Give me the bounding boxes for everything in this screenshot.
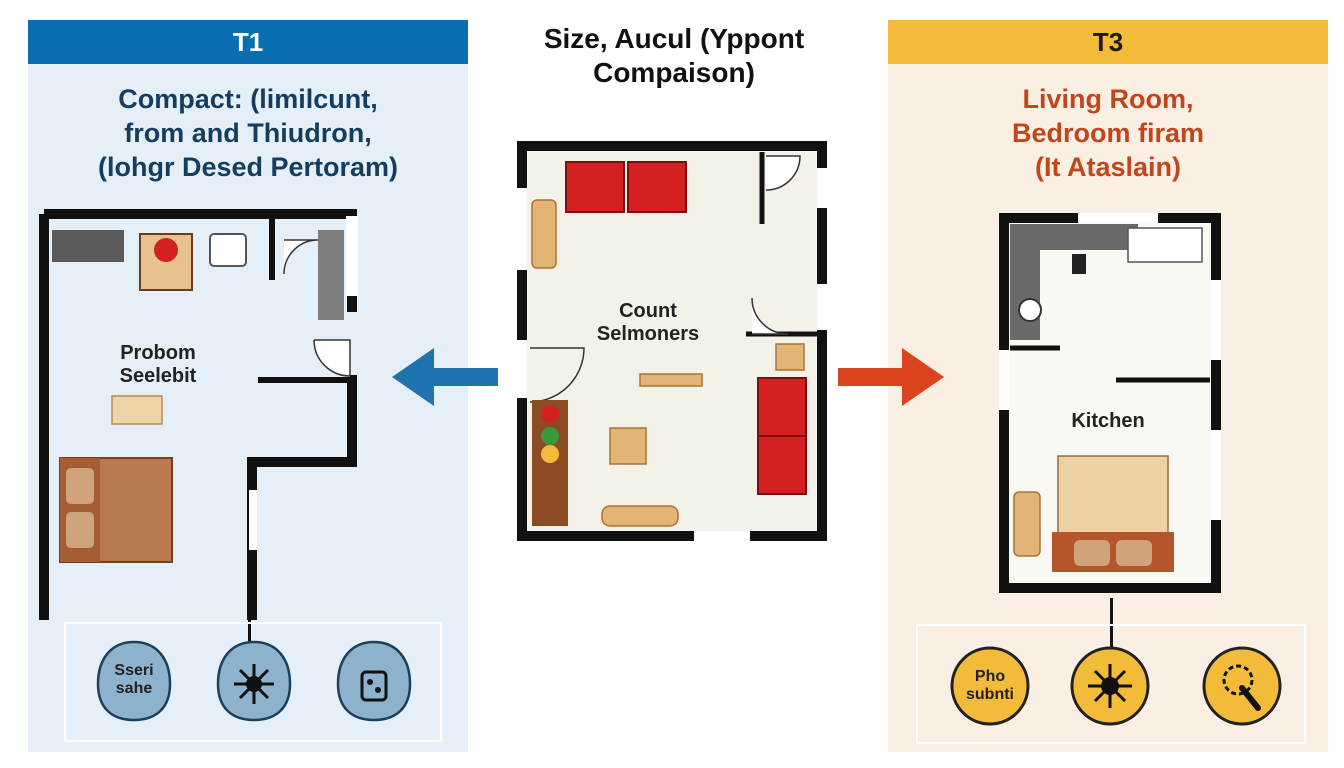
left-badge-1-line2: sahe [115, 680, 153, 697]
center-table [609, 427, 647, 465]
right-panel-header: T3 [888, 20, 1328, 64]
center-chair [531, 199, 557, 269]
left-badge-1 [96, 640, 172, 722]
left-icon-row: Sseri sahe [64, 622, 442, 742]
center-window-left [517, 188, 527, 270]
right-window-left [999, 350, 1009, 410]
left-outer-wall [39, 214, 357, 620]
settings-hand-icon [1202, 646, 1282, 726]
center-window-right [817, 168, 827, 208]
right-window-top [1078, 213, 1158, 223]
left-panel: T1 Compact: (limilcunt, from and Thiudro… [28, 20, 468, 752]
left-door [283, 239, 319, 275]
right-icon-row: Pho subnti [916, 624, 1306, 744]
center-bench [639, 373, 703, 387]
center-sofa-2 [627, 161, 687, 213]
left-bath-block [318, 230, 344, 320]
left-badge-1-line1: Sseri [114, 662, 154, 679]
right-connector [1110, 598, 1113, 658]
left-room-label: Probom Seelebit [88, 342, 228, 388]
center-title-line2: Compaison) [593, 57, 755, 88]
center-window-left-2 [517, 340, 527, 398]
center-sofa-4 [757, 435, 807, 495]
left-floorplan [39, 209, 358, 620]
center-sofa-1 [565, 161, 625, 213]
arrow-right-icon [838, 348, 944, 406]
center-window-bottom [694, 531, 750, 541]
right-window-right-2 [1211, 430, 1221, 520]
left-window-bottom [249, 490, 257, 550]
center-door [765, 155, 801, 191]
left-lamp [154, 238, 178, 262]
right-subtitle-line1: Living Room, [1022, 84, 1194, 114]
left-panel-header: T1 [28, 20, 468, 64]
virus-icon [216, 640, 292, 722]
center-box [775, 343, 805, 371]
left-top-wall [44, 209, 357, 312]
left-room-label-1: Probom [120, 342, 196, 364]
center-title: Size, Aucul (Yppont Compaison) [500, 22, 848, 90]
arrow-left-icon [392, 348, 498, 406]
left-door-2 [313, 339, 351, 377]
right-sink [1018, 298, 1042, 322]
left-counter [52, 230, 124, 262]
left-panel-subtitle: Compact: (limilcunt, from and Thiudron, … [28, 82, 468, 184]
right-subtitle-line2: Bedroom firam [1011, 118, 1205, 148]
right-window-right [1211, 280, 1221, 360]
left-subtitle-line1: Compact: (limilcunt, [118, 84, 378, 114]
left-connector [248, 590, 251, 650]
center-window-right-2 [817, 284, 827, 330]
center-room-label-1: Count [619, 300, 677, 322]
right-panel: T3 Living Room, Bedroom firam (It Atasla… [888, 20, 1328, 752]
right-badge-1-text: Pho subnti [948, 668, 1032, 704]
right-bath [1127, 227, 1203, 263]
right-stove [1072, 254, 1086, 274]
left-subtitle-line3: (lohgr Desed Pertoram) [97, 152, 399, 182]
right-floorplan [999, 213, 1221, 593]
center-title-line1: Size, Aucul (Yppont [543, 23, 805, 54]
right-subtitle-line3: (It Ataslain) [1034, 152, 1181, 182]
center-room-label: Count Selmoners [572, 300, 724, 346]
right-pillow-1 [1074, 540, 1110, 566]
right-room-label: Kitchen [1071, 410, 1145, 432]
right-bed-head [1052, 532, 1174, 572]
left-pillow-2 [66, 512, 94, 548]
center-ottoman [601, 505, 679, 527]
right-pillow-2 [1116, 540, 1152, 566]
left-window-right [346, 216, 358, 296]
left-sink [209, 233, 247, 267]
right-counter [1010, 224, 1138, 340]
virus-icon [1070, 646, 1150, 726]
left-room-label-2: Seelebit [119, 365, 197, 387]
left-pillow-1 [66, 468, 94, 504]
right-badge-1-line1: Pho [974, 668, 1006, 685]
center-door-2 [751, 297, 789, 335]
center-sofa-3 [757, 377, 807, 437]
right-badge-1 [950, 646, 1030, 726]
center-room-label-2: Selmoners [596, 323, 700, 345]
puzzle-icon [336, 640, 412, 722]
right-chair [1013, 491, 1041, 557]
left-badge-1-text: Sseri sahe [94, 662, 174, 698]
right-badge-1-line2: subnti [966, 686, 1014, 703]
right-panel-subtitle: Living Room, Bedroom firam (It Ataslain) [888, 82, 1328, 184]
center-floorplan [517, 141, 827, 541]
left-subtitle-line2: from and Thiudron, [124, 118, 372, 148]
left-cushion [111, 395, 163, 425]
